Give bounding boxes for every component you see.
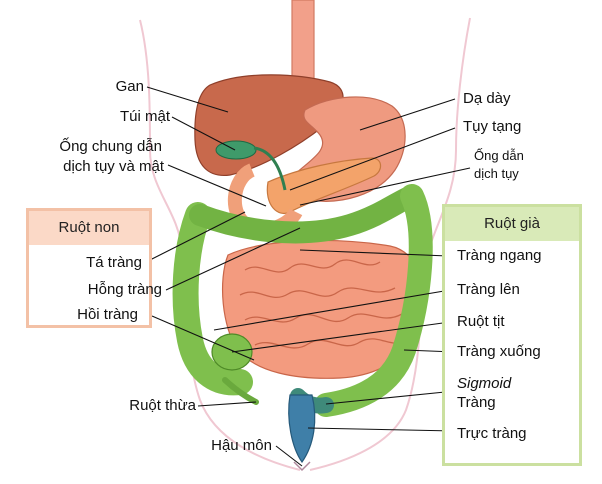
ruot-non-box: Ruột non (26, 208, 152, 328)
label-gan: Gan (115, 78, 144, 95)
label-ong-dan-line2: dịch tụy (474, 166, 519, 181)
ruot-gia-box: Ruột già (442, 204, 582, 466)
leader-tui-mat (171, 116, 236, 151)
leader-ta-trang (145, 211, 246, 263)
rectum-shape (288, 394, 316, 464)
leader-lines (145, 86, 471, 467)
anus-mark (293, 461, 311, 472)
leader-tuy-tang (289, 127, 456, 191)
leader-gan (146, 86, 229, 113)
label-ta-trang: Tá tràng (86, 254, 142, 271)
leader-sigmoid (325, 391, 446, 405)
ascending-colon-shape (172, 202, 253, 396)
ruot-non-title: Ruột non (58, 219, 120, 236)
pancreas-shape (266, 157, 382, 214)
leader-hoi-trang (151, 315, 255, 361)
leader-trang-len (213, 289, 451, 331)
label-trang-xuong: Tràng xuống (457, 343, 541, 360)
leader-hau-mon (275, 445, 303, 467)
leader-ruot-thua (197, 401, 257, 407)
label-trang: Tràng (457, 394, 496, 411)
label-ong-chung-line1: Ống chung dẫn (59, 138, 162, 155)
leader-truc-trang (307, 427, 456, 432)
ruot-non-box-header (29, 211, 149, 245)
label-trang-ngang: Tràng ngang (457, 247, 542, 264)
label-hong-trang: Hỗng tràng (87, 281, 162, 298)
label-ruot-thua: Ruột thừa (129, 397, 196, 414)
label-tuy-tang: Tụy tạng (463, 118, 522, 135)
label-da-day: Dạ dày (463, 90, 511, 107)
leader-ong-dan (299, 167, 471, 206)
transverse-colon-shape (189, 185, 423, 244)
label-ong-chung-line2: dịch tụy và mật (63, 158, 164, 175)
label-sigmoid: Sigmoid (457, 375, 512, 392)
label-ruot-tit: Ruột tịt (457, 313, 505, 330)
label-ong-dan-line1: Ống dẫn (474, 148, 524, 163)
label-truc-trang: Trực tràng (457, 425, 527, 442)
label-trang-len: Tràng lên (457, 281, 520, 298)
ruot-gia-title: Ruột già (484, 215, 540, 232)
leader-hong-trang (165, 227, 301, 291)
leader-ruot-tit (231, 321, 451, 353)
ruot-gia-box-header (445, 207, 579, 241)
appendix-shape (222, 377, 259, 405)
label-tui-mat: Túi mật (119, 108, 170, 125)
leader-ong-chung (167, 164, 267, 207)
leader-da-day (359, 98, 456, 131)
label-hoi-trang: Hồi tràng (77, 306, 138, 323)
leader-trang-ngang (299, 249, 449, 257)
label-hau-mon: Hậu môn (211, 437, 272, 454)
